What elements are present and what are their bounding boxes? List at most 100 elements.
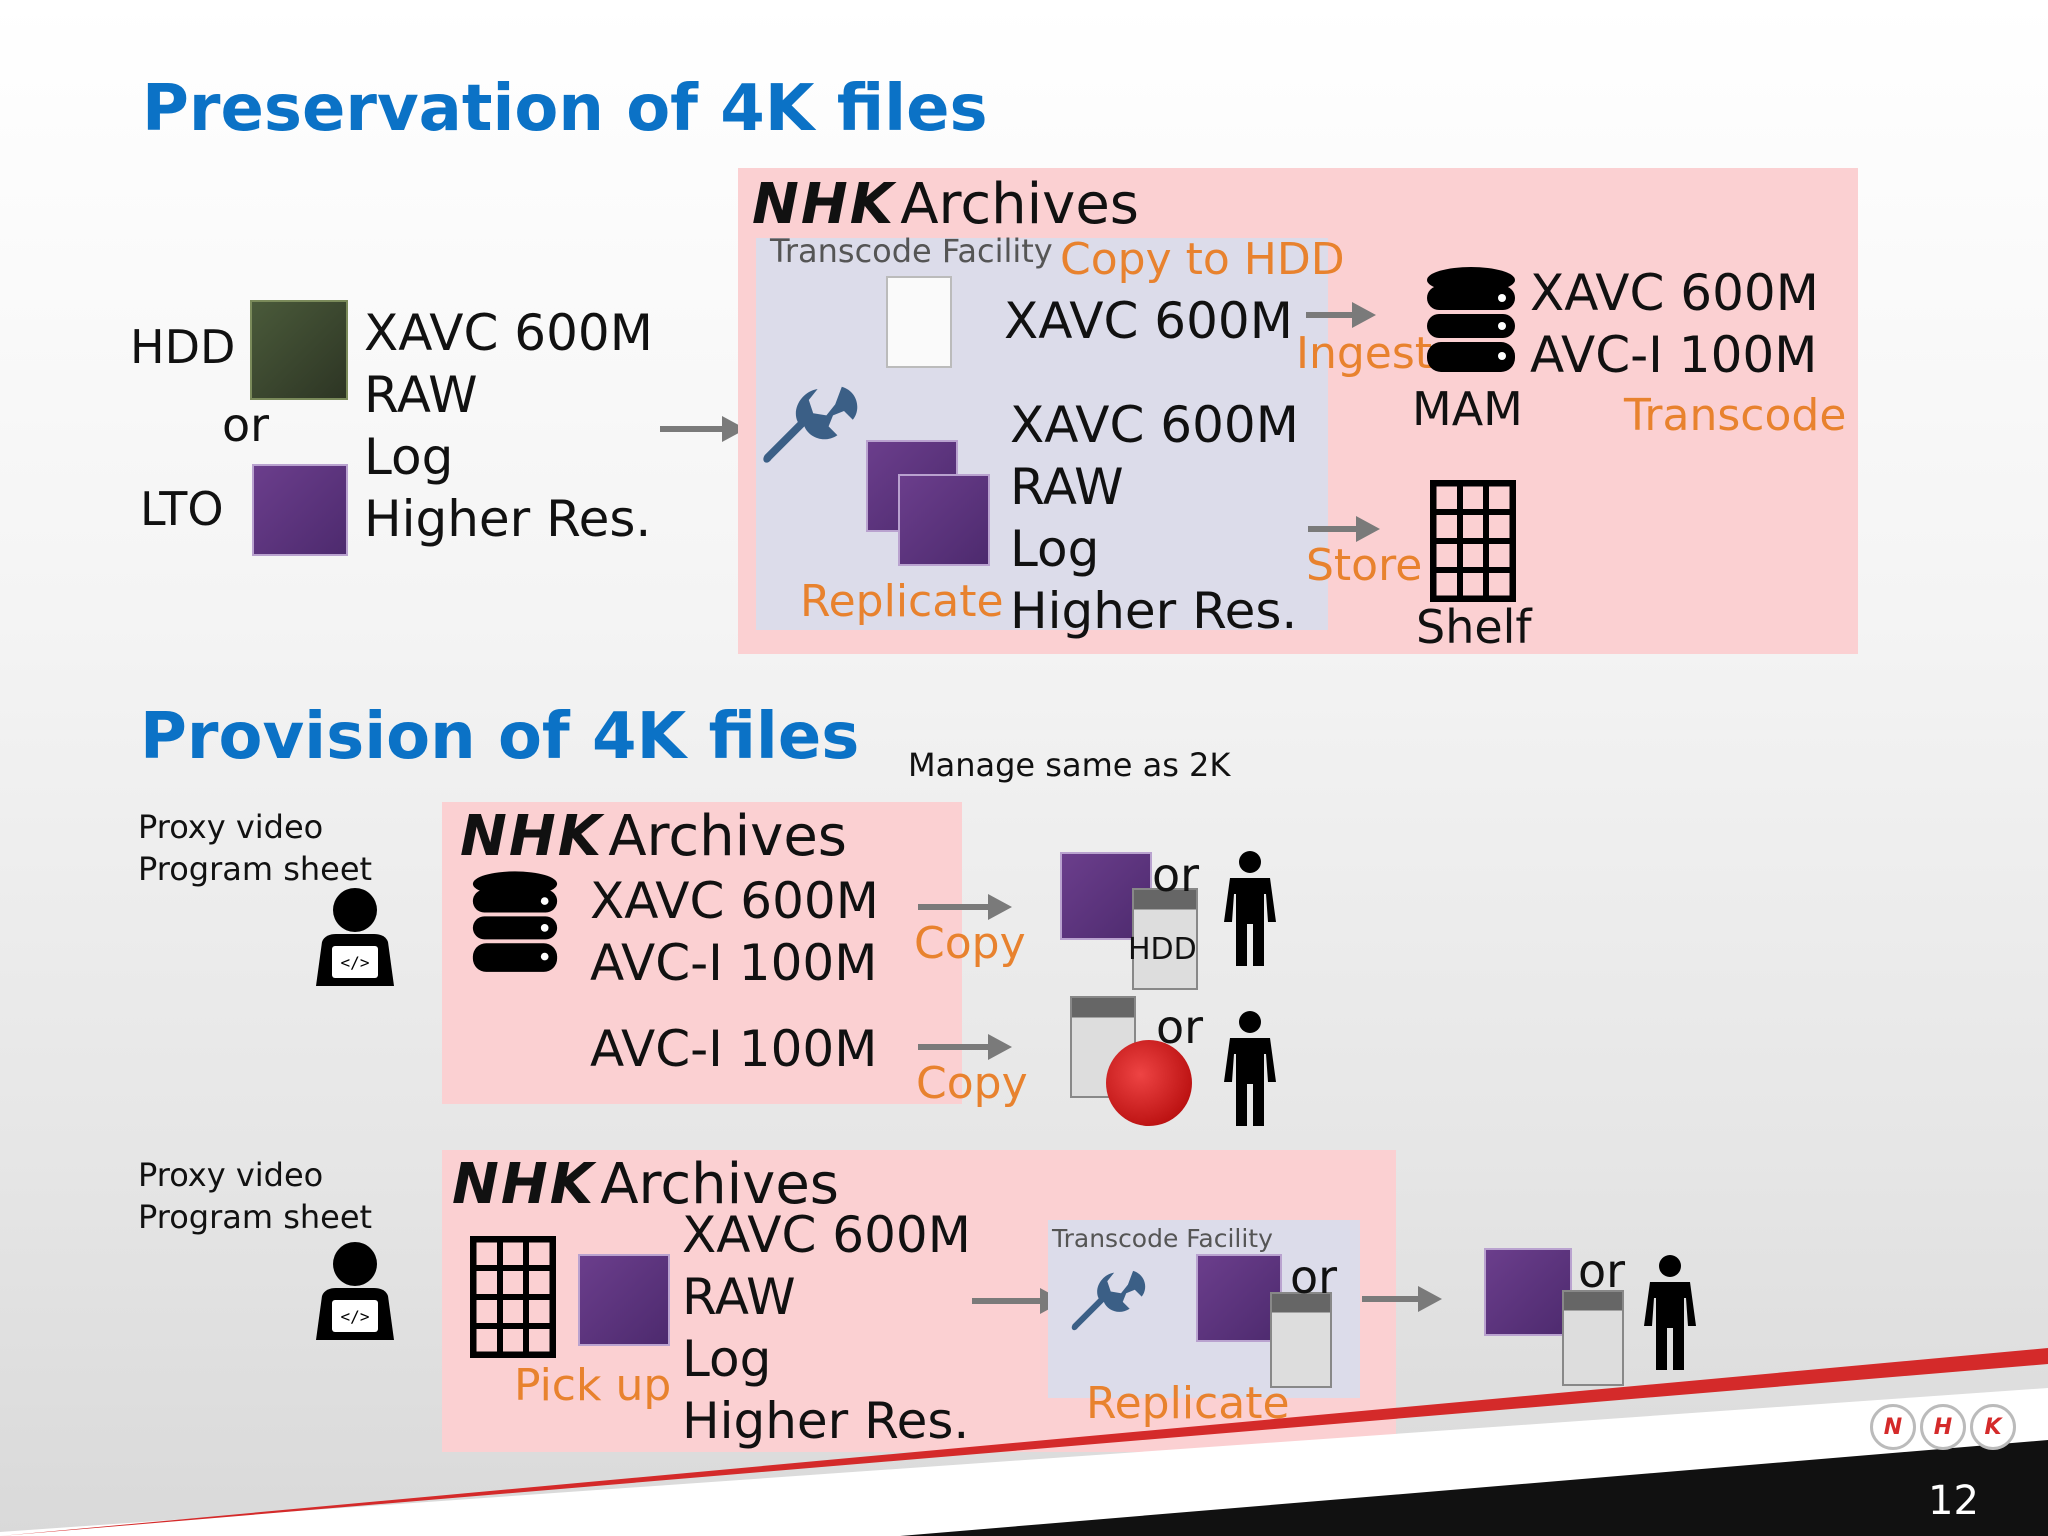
format-item: Log [364,428,454,486]
format-item: Higher Res. [364,490,652,548]
user-laptop-icon: </> [316,1242,394,1340]
database-icon [472,871,558,972]
hdd-device-icon [250,300,348,400]
nhk-logo-text: NHK [452,1152,596,1217]
svg-text:</>: </> [341,953,370,972]
arrow-to-transcode [972,1298,1042,1304]
or-label: or [1156,1000,1204,1054]
format-item: Higher Res. [1010,582,1298,640]
arrow-to-user [1362,1296,1420,1302]
person-icon [1224,1011,1276,1126]
copy-arrow-1 [918,904,990,910]
wrench-icon [763,386,858,463]
copy-to-hdd-label: Copy to HDD [1060,234,1345,285]
shelf-icon [1430,480,1516,602]
nhk-logo-letter: K [1970,1404,2016,1450]
copy-arrow-2 [918,1044,990,1050]
footer-swoosh [0,1348,2048,1536]
section2-title: Provision of 4K files [140,700,860,774]
proxy-line: Proxy video [138,808,324,846]
optical-disc-icon [1106,1040,1192,1126]
transcode-facility-label: Transcode Facility [1052,1224,1273,1253]
format-item: Higher Res. [682,1392,970,1450]
user-laptop-icon: </> [316,888,394,986]
format-item: AVC-I 100M [590,934,878,992]
nhk-logo-letter: N [1870,1404,1916,1450]
hdd-drive-icon [1132,888,1198,990]
replicate-label: Replicate [800,576,1004,627]
lto-tape-icon [898,474,990,566]
archives-word: Archives [900,172,1139,237]
format-item: RAW [364,366,478,424]
archives-word: Archives [600,1152,839,1217]
source-or-label: or [222,398,270,452]
copy-label-2: Copy [916,1058,1028,1109]
proxy-line: Program sheet [138,1198,373,1236]
proxy-line: Proxy video [138,1156,324,1194]
format-item: RAW [1010,458,1124,516]
page-number: 12 [1928,1478,1979,1524]
nhk-logo-text: NHK [752,172,896,237]
copy-format: XAVC 600M [1004,292,1293,350]
hdd-drive-icon [1270,1292,1332,1388]
arrow-head [1356,516,1380,542]
arrow-head [1352,302,1376,328]
source-hdd-label: HDD [130,320,236,374]
ingest-label: Ingest [1296,328,1433,379]
nhk-logo-text: NHK [460,804,604,869]
hdd-label: HDD [1128,932,1197,967]
section1-title: Preservation of 4K files [142,72,988,146]
nhk-logo-letter: H [1920,1404,1966,1450]
mam-formats: XAVC 600M AVC-I 100M [1530,262,1819,386]
transcode-label: Transcode [1624,390,1847,441]
source-lto-label: LTO [140,482,224,536]
format-item: XAVC 600M [590,872,879,930]
document-icon [886,276,952,368]
wrench-icon [1071,1270,1146,1331]
arrow-into-archives [660,426,724,432]
format-item: XAVC 600M [364,304,653,362]
person-icon [1224,851,1276,966]
copy-label-1: Copy [914,918,1026,969]
proxy-line: Program sheet [138,850,373,888]
person-icon [1644,1255,1696,1370]
box2-formats: XAVC 600M RAW Log Higher Res. [682,1204,971,1452]
or-label: or [1578,1244,1626,1298]
or-label: or [1152,848,1200,902]
format-item: Log [1010,520,1100,578]
ingest-arrow [1306,312,1356,318]
database-icon [1427,267,1515,372]
transcode-facility-box [756,238,1328,630]
format-item: AVC-I 100M [1530,326,1818,384]
transcode-facility-label: Transcode Facility [770,232,1053,270]
manage-note: Manage same as 2K [908,746,1231,784]
arrow-head [988,1034,1012,1060]
format-item: RAW [682,1268,796,1326]
shelf-label: Shelf [1416,600,1532,654]
proxy-info-2: Proxy video Program sheet [138,1154,372,1238]
arrow-head [988,894,1012,920]
mam-label: MAM [1412,382,1523,436]
format-item: XAVC 600M [1530,264,1819,322]
svg-text:</>: </> [341,1307,370,1326]
store-arrow [1308,526,1360,532]
archives-word: Archives [608,804,847,869]
format-item: Log [682,1330,772,1388]
format-item: XAVC 600M [1010,396,1299,454]
nhk-archives-heading: NHK Archives [460,804,847,869]
source-formats: XAVC 600M RAW Log Higher Res. [364,302,653,550]
nhk-archives-heading: NHK Archives [752,172,1139,237]
nhk-archives-heading: NHK Archives [452,1152,839,1217]
shelf-icon [470,1236,556,1358]
lto-tape-icon [252,464,348,556]
lto-tape-icon [1196,1254,1282,1342]
hdd-drive-icon [1562,1290,1624,1386]
store-label: Store [1306,540,1423,591]
nhk-logo: N H K [1870,1404,2016,1450]
replicate-formats: XAVC 600M RAW Log Higher Res. [1010,394,1299,642]
box1-formats: XAVC 600M AVC-I 100M [590,870,879,994]
format-item: XAVC 600M [682,1206,971,1264]
lto-tape-icon [578,1254,670,1346]
pick-up-label: Pick up [514,1360,672,1411]
box1-format-2: AVC-I 100M [590,1020,878,1078]
